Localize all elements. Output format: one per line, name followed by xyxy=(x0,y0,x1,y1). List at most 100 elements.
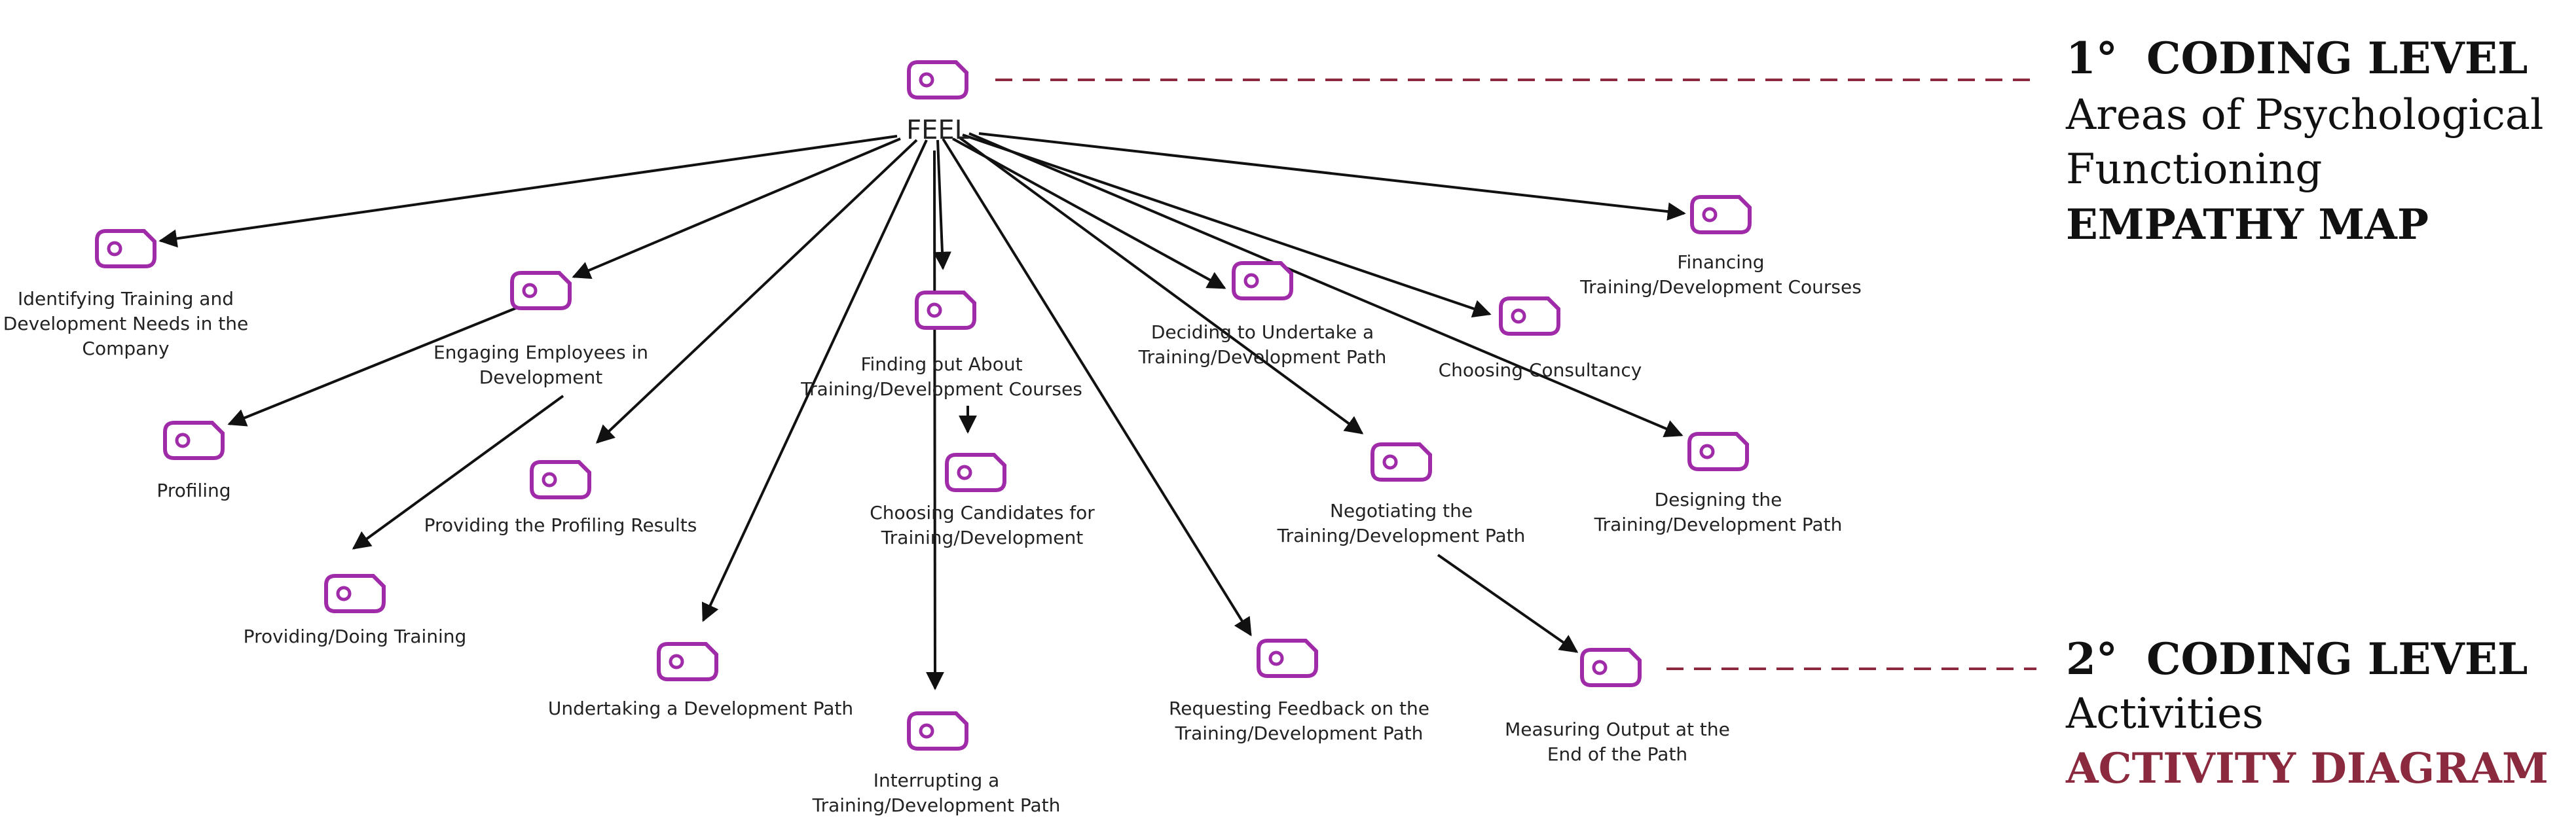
node-label-line: Negotiating the xyxy=(1330,500,1473,522)
node-label-line: Designing the xyxy=(1655,489,1782,510)
node-label-line: Deciding to Undertake a xyxy=(1151,321,1374,343)
code-tag-icon[interactable] xyxy=(1232,261,1293,300)
legend-level-2-number: 2° xyxy=(2066,633,2118,685)
node-choosing-consultancy[interactable]: Choosing Consultancy xyxy=(1439,296,1642,381)
node-label-line: End of the Path xyxy=(1547,743,1687,765)
edge-root-to-choosing-consultancy xyxy=(962,134,1492,318)
code-tag-icon[interactable] xyxy=(1690,195,1752,234)
node-label-line: Training/Development Path xyxy=(1277,525,1526,546)
legend-level-1-title: EMPATHY MAP xyxy=(2066,200,2429,249)
edge-root-to-negotiating xyxy=(958,136,1364,435)
code-tag-icon[interactable] xyxy=(530,460,591,499)
edge-engaging-to-profiling xyxy=(227,306,518,427)
node-label-line: Finding out About xyxy=(860,353,1022,375)
legend-level-1-heading: CODING LEVEL xyxy=(2146,33,2528,84)
node-label-line: Development Needs in the xyxy=(3,313,248,334)
node-label-line: Training/Development Path xyxy=(1138,346,1387,368)
node-label: Deciding to Undertake a Training/Developm… xyxy=(1138,321,1387,368)
node-label-line: Training/Development Courses xyxy=(1579,276,1862,298)
node-label-line: Company xyxy=(82,338,169,359)
node-label-line: Choosing Consultancy xyxy=(1439,359,1642,381)
node-undertaking[interactable]: Undertaking a Development Path xyxy=(548,642,853,719)
node-label-line: Training/Development Courses xyxy=(800,378,1082,400)
code-tag-icon[interactable] xyxy=(1687,432,1749,471)
edge-root-to-engaging xyxy=(572,137,901,279)
legend-level-1-subtitle-line-1: Areas of Psychological xyxy=(2065,91,2543,139)
code-tag-icon[interactable] xyxy=(945,453,1006,492)
edges-layer xyxy=(158,132,1686,690)
edge-root-to-financing xyxy=(978,132,1686,221)
dashed-connectors xyxy=(995,79,2036,670)
node-label-line: Measuring Output at the xyxy=(1505,719,1730,740)
node-deciding[interactable]: Deciding to Undertake a Training/Developm… xyxy=(1138,261,1387,368)
node-label: Profiling xyxy=(156,480,230,501)
node-profiling[interactable]: Profiling xyxy=(156,421,231,501)
code-tag-icon[interactable] xyxy=(915,291,976,330)
node-label-line: Interrupting a xyxy=(874,770,1000,791)
code-tag-icon[interactable] xyxy=(1499,296,1560,336)
edge-root-to-identifying xyxy=(158,135,898,248)
node-label-line: Engaging Employees in xyxy=(433,342,648,363)
edge-root-to-undertaking xyxy=(701,139,928,622)
node-label: Providing/Doing Training xyxy=(244,626,467,647)
code-tag-icon[interactable] xyxy=(907,60,968,99)
edge-engaging-to-providing-training xyxy=(352,395,564,550)
node-label-line: Training/Development Path xyxy=(1594,514,1843,535)
edge-root-to-interrupting xyxy=(925,150,944,690)
legend-level-2: 2° CODING LEVEL Activities ACTIVITY DIAG… xyxy=(2065,633,2548,793)
code-tag-icon[interactable] xyxy=(907,711,968,751)
node-label-line: Training/Development Path xyxy=(1175,722,1424,744)
code-tag-icon[interactable] xyxy=(657,642,718,681)
node-label-line: Profiling xyxy=(156,480,230,501)
legend-level-1-subtitle-line-2: Functioning xyxy=(2066,145,2322,194)
node-label: Providing the Profiling Results xyxy=(424,514,697,536)
edge-negotiating-to-measuring xyxy=(1437,554,1579,653)
code-tag-icon[interactable] xyxy=(95,229,156,268)
legend-level-2-heading: CODING LEVEL xyxy=(2146,633,2528,685)
node-label-line: Identifying Training and xyxy=(18,288,234,310)
edge-root-to-providing-results xyxy=(595,139,918,444)
node-label-line: Choosing Candidates for xyxy=(870,502,1095,524)
code-tag-icon[interactable] xyxy=(510,271,572,310)
node-label-line: Training/Development xyxy=(881,527,1083,548)
code-tag-icon[interactable] xyxy=(1371,442,1432,482)
root-node[interactable]: FEEL xyxy=(906,60,970,145)
code-tag-icon[interactable] xyxy=(163,421,225,460)
node-label: Undertaking a Development Path xyxy=(548,698,853,719)
code-tag-icon[interactable] xyxy=(1580,648,1642,687)
legend-level-1-number: 1° xyxy=(2066,33,2118,84)
node-label-line: Providing the Profiling Results xyxy=(424,514,697,536)
legend-level-1: 1° CODING LEVEL Areas of Psychological F… xyxy=(2065,33,2543,249)
code-tag-icon[interactable] xyxy=(324,574,386,613)
code-tag-icon[interactable] xyxy=(1257,639,1318,678)
node-providing-results[interactable]: Providing the Profiling Results xyxy=(424,460,697,536)
node-providing-training[interactable]: Providing/Doing Training xyxy=(244,574,467,647)
edge-root-to-requesting-feedback xyxy=(942,137,1252,637)
node-label-line: Requesting Feedback on the xyxy=(1169,698,1429,719)
edge-root-to-deciding xyxy=(952,137,1226,289)
node-label: Choosing Consultancy xyxy=(1439,359,1642,381)
edge-root-to-finding-out xyxy=(932,139,951,270)
